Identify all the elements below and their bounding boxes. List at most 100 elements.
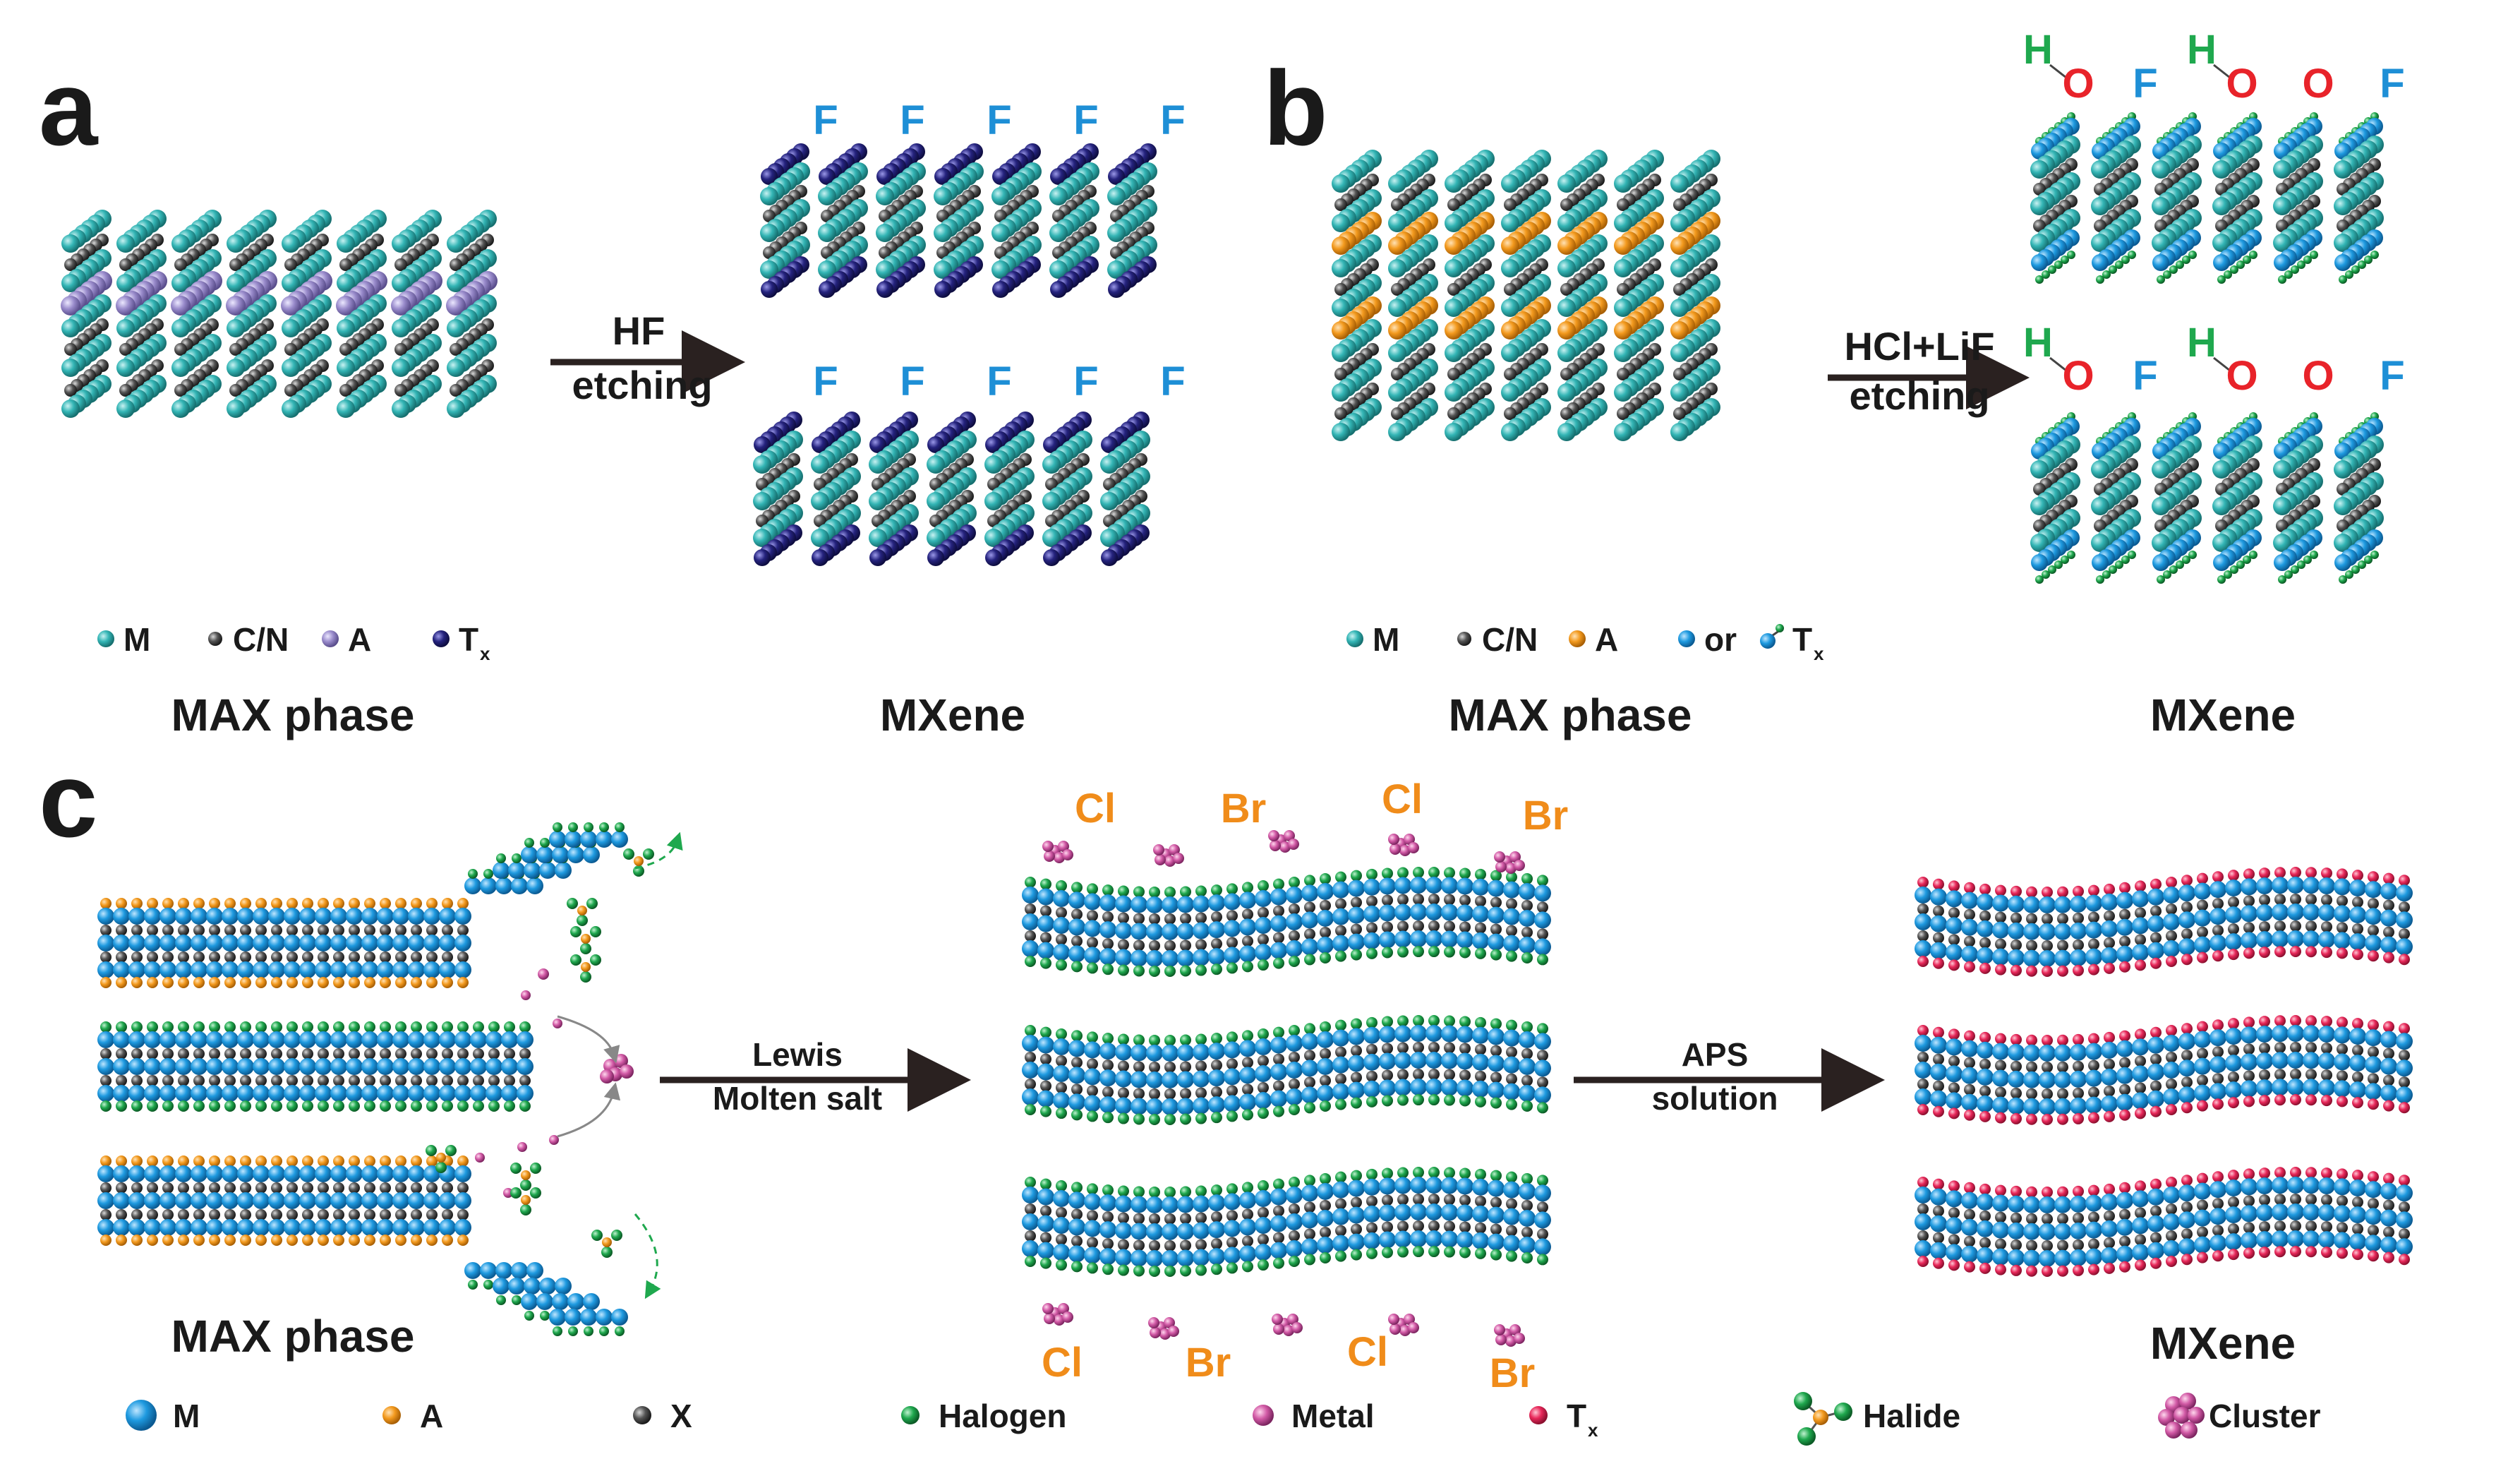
atom — [2276, 220, 2289, 232]
atom — [2228, 1097, 2239, 1109]
atom — [2215, 483, 2228, 496]
atom — [1242, 882, 1253, 894]
atom — [2116, 1040, 2133, 1057]
cluster-atom — [1389, 1323, 1401, 1335]
panel-c-arrow1-line2: Molten salt — [713, 1080, 882, 1117]
atom — [1162, 896, 1178, 913]
atom — [113, 1219, 130, 1236]
atom — [470, 1031, 487, 1048]
o-label: O — [2062, 61, 2094, 107]
h-label: H — [2187, 320, 2217, 366]
atom — [1488, 906, 1505, 924]
atom — [255, 1048, 267, 1059]
atom — [1459, 1247, 1471, 1259]
atom — [2318, 1026, 2335, 1043]
atom — [224, 1209, 236, 1220]
atom — [1103, 478, 1116, 491]
atom — [2102, 570, 2111, 579]
atom — [1164, 965, 1176, 977]
panel-a-mxene-structure — [753, 143, 1157, 566]
atom — [2094, 483, 2106, 496]
atom — [2104, 1262, 2115, 1274]
atom — [1382, 1016, 1393, 1028]
atom — [1933, 878, 1944, 890]
atom — [1101, 549, 1118, 566]
atom — [1557, 423, 1576, 441]
atom — [346, 1219, 363, 1236]
atom — [1382, 921, 1393, 933]
legend-label: A — [1595, 621, 1618, 658]
atom — [1071, 908, 1083, 920]
atom — [1930, 1063, 1947, 1081]
atom — [1379, 931, 1396, 949]
atom — [380, 1235, 391, 1246]
atom — [349, 951, 360, 963]
atom — [1211, 1238, 1222, 1250]
panel-b-max-caption: MAX phase — [1449, 690, 1692, 740]
atom — [1107, 224, 1126, 242]
atom — [315, 1192, 332, 1209]
atom — [1441, 1025, 1458, 1043]
atom — [147, 1182, 158, 1194]
atom — [147, 1021, 158, 1033]
atom — [253, 1165, 270, 1182]
atom — [1503, 1208, 1520, 1225]
atom — [879, 210, 891, 222]
atom — [1099, 1069, 1116, 1087]
atom — [1964, 935, 1975, 947]
atom — [1459, 1221, 1471, 1233]
atom — [1335, 1250, 1346, 1262]
atom — [2287, 930, 2304, 947]
atom — [1258, 1259, 1269, 1271]
atom — [1351, 923, 1362, 935]
atom — [2290, 1094, 2301, 1105]
atom — [330, 1219, 347, 1236]
metal-atom — [538, 968, 549, 980]
atom — [927, 436, 944, 453]
atom — [1503, 935, 1520, 952]
cluster-atom — [1272, 1314, 1283, 1325]
atom — [1320, 1021, 1331, 1033]
atom — [361, 1085, 378, 1102]
atom — [2181, 1228, 2193, 1240]
atom — [2104, 1110, 2115, 1122]
atom — [333, 1048, 344, 1059]
atom — [1053, 1217, 1070, 1235]
atom — [2169, 265, 2178, 274]
cluster-atom — [1273, 1323, 1284, 1335]
atom — [1332, 344, 1350, 362]
atom — [1410, 1230, 1427, 1248]
atom — [2132, 1190, 2149, 1208]
atom — [1149, 1088, 1160, 1100]
atom — [2352, 1249, 2363, 1261]
atom — [1428, 920, 1440, 932]
atom — [392, 935, 409, 951]
atom — [144, 1085, 161, 1102]
atom — [2194, 1084, 2211, 1102]
atom — [330, 908, 347, 925]
atom — [2318, 931, 2335, 949]
atom — [2243, 256, 2251, 264]
atom — [426, 1155, 438, 1167]
atom — [1211, 1184, 1222, 1196]
atom — [224, 977, 236, 988]
cluster-atom — [1284, 830, 1295, 841]
atom — [1118, 1212, 1129, 1224]
atom — [1242, 908, 1253, 920]
atom — [2368, 1098, 2379, 1110]
atom — [1193, 1222, 1210, 1239]
atom — [284, 935, 301, 951]
atom — [1149, 1061, 1160, 1073]
atom — [2321, 1194, 2332, 1206]
atom — [2209, 908, 2226, 925]
cluster-atom — [1042, 1303, 1054, 1314]
atom — [2303, 556, 2312, 564]
atom — [1948, 1234, 1960, 1246]
atom — [512, 853, 522, 863]
atom — [1977, 1220, 1994, 1237]
atom — [1180, 939, 1191, 951]
atom — [1366, 1168, 1377, 1180]
atom — [1037, 1215, 1054, 1232]
cluster-atom — [1150, 1327, 1161, 1338]
atom — [814, 515, 826, 527]
